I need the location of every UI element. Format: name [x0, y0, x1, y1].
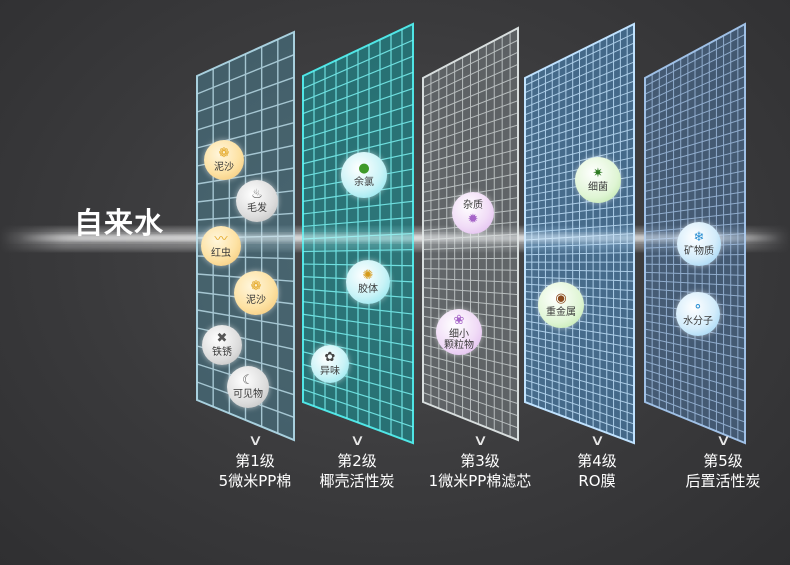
chevron-down-icon: ∨ [715, 431, 731, 449]
contaminant-bubble: ✷ 细菌 [575, 157, 621, 203]
rust-icon: ✖ [216, 331, 228, 346]
chevron-down-icon: ∨ [247, 431, 263, 449]
stage-label-3: ∨ 第3级 1微米PP棉滤芯 [428, 431, 532, 491]
contaminant-bubble: ❀ 细小 颗粒物 [436, 309, 482, 355]
mineral-icon: ❄ [693, 230, 705, 245]
stage-label-1: ∨ 第1级 5微米PP棉 [218, 431, 292, 491]
stage-label-5: ∨ 第5级 后置活性炭 [685, 431, 761, 491]
worm-icon: 〰 [214, 232, 228, 247]
bacteria-icon: ✷ [592, 166, 604, 181]
contaminant-bubble: ♨ 毛发 [236, 180, 278, 222]
sand-icon: ❁ [218, 146, 230, 161]
contaminant-bubble: ☾ 可见物 [227, 366, 269, 408]
particle-icon: ☾ [242, 373, 254, 388]
water-molecule-icon: ⚬ [692, 300, 704, 315]
stage-label-4: ∨ 第4级 RO膜 [577, 431, 617, 491]
contaminant-bubble: ❄ 矿物质 [677, 222, 721, 266]
chevron-down-icon: ∨ [349, 431, 365, 449]
contaminant-bubble: ⚬ 水分子 [676, 292, 720, 336]
heavy-metal-icon: ◉ [555, 291, 567, 306]
chlorine-icon: ● [358, 161, 370, 176]
contaminant-bubble: 杂质 ✹ [452, 192, 494, 234]
odor-icon: ✿ [324, 350, 336, 365]
impurity-icon: ✹ [467, 212, 479, 227]
contaminant-bubble: ● 余氯 [341, 152, 387, 198]
contaminant-bubble: 〰 红虫 [201, 226, 241, 266]
contaminant-bubble: ✿ 异味 [311, 345, 349, 383]
chevron-down-icon: ∨ [589, 431, 605, 449]
hair-icon: ♨ [251, 187, 263, 202]
stage-label-2: ∨ 第2级 椰壳活性炭 [319, 431, 395, 491]
chevron-down-icon: ∨ [472, 431, 488, 449]
contaminant-bubble: ✖ 铁锈 [202, 325, 242, 365]
contaminant-bubble: ❁ 泥沙 [204, 140, 244, 180]
contaminant-bubble: ✺ 胶体 [346, 260, 390, 304]
contaminant-bubble: ❁ 泥沙 [234, 271, 278, 315]
source-label: 自来水 [74, 206, 165, 240]
colloid-icon: ✺ [362, 268, 374, 283]
contaminant-bubble: ◉ 重金属 [538, 282, 584, 328]
fine-particle-icon: ❀ [453, 312, 465, 328]
sand-icon: ❁ [250, 279, 262, 294]
